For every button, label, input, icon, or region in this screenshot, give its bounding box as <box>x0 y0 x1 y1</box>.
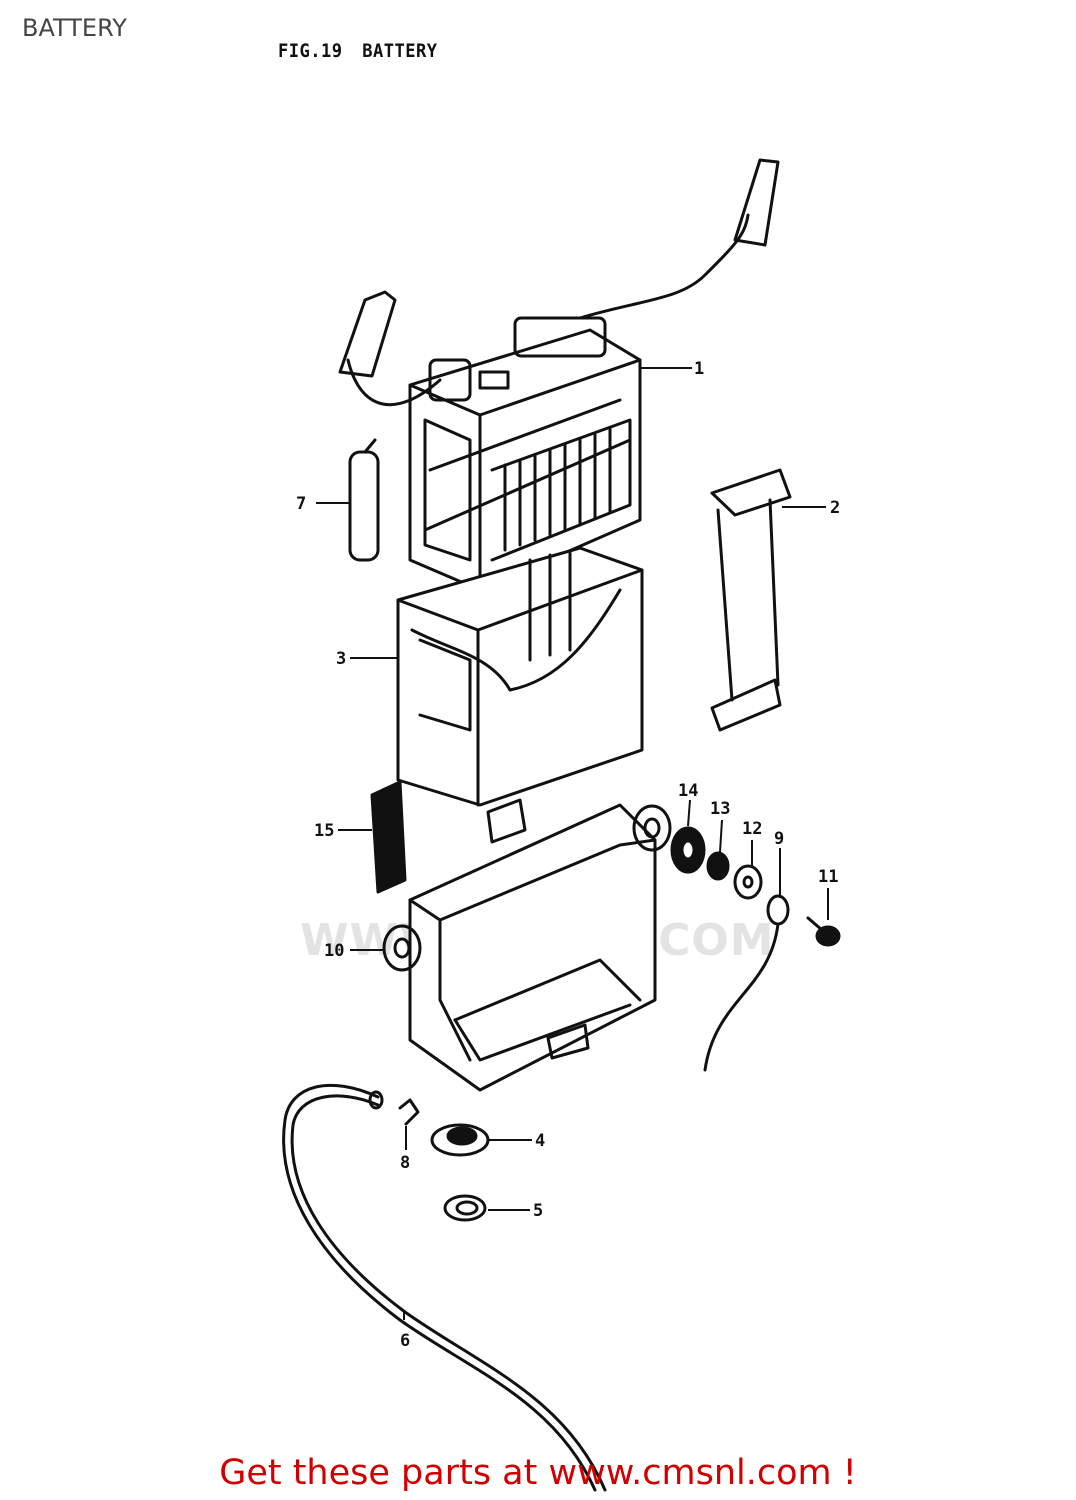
svg-text:9: 9 <box>774 829 784 849</box>
svg-text:6: 6 <box>400 1331 410 1351</box>
washer-small-part[interactable] <box>706 851 730 881</box>
svg-text:5: 5 <box>533 1201 543 1221</box>
small-tube-part[interactable] <box>348 438 380 562</box>
figure-name: BATTERY <box>362 40 438 62</box>
pad-part[interactable] <box>370 780 407 894</box>
callout-part-6: 6 <box>400 1331 410 1351</box>
battery-case-part[interactable] <box>396 546 644 807</box>
callout-part-12: 12 <box>742 819 762 839</box>
callout-part-15: 15 <box>314 821 334 841</box>
callout-part-8: 8 <box>400 1153 410 1173</box>
battery-part[interactable] <box>338 158 780 592</box>
callout-part-1: 1 <box>694 359 704 379</box>
callout-part-11: 11 <box>818 867 838 887</box>
svg-text:2: 2 <box>830 498 840 518</box>
svg-text:11: 11 <box>818 867 838 887</box>
battery-holder-part[interactable] <box>382 798 672 1092</box>
callout-part-13: 13 <box>710 799 730 819</box>
svg-text:15: 15 <box>314 821 334 841</box>
callout-part-14: 14 <box>678 781 698 801</box>
svg-text:13: 13 <box>710 799 730 819</box>
clip-part[interactable] <box>398 1098 420 1126</box>
svg-text:4: 4 <box>535 1131 545 1151</box>
callout-part-9: 9 <box>774 829 784 849</box>
svg-text:1: 1 <box>694 359 704 379</box>
ground-lead-part[interactable] <box>703 894 790 1072</box>
bolt-part[interactable] <box>806 916 841 947</box>
svg-text:8: 8 <box>400 1153 410 1173</box>
svg-text:14: 14 <box>678 781 698 801</box>
callout-part-10: 10 <box>324 941 344 961</box>
figure-title: FIG.19 BATTERY <box>278 40 437 62</box>
page-label: BATTERY <box>22 14 127 42</box>
cap-part[interactable] <box>430 1123 490 1157</box>
gasket-part[interactable] <box>443 1194 487 1222</box>
figure-number: FIG.19 <box>278 40 343 62</box>
callout-part-3: 3 <box>336 649 346 669</box>
callout-part-7: 7 <box>296 494 306 514</box>
svg-text:3: 3 <box>336 649 346 669</box>
callout-part-2: 2 <box>830 498 840 518</box>
washer-large-part[interactable] <box>733 864 763 900</box>
breather-hose-part[interactable] <box>282 1083 607 1492</box>
collar-part[interactable] <box>670 826 706 874</box>
svg-text:7: 7 <box>296 494 306 514</box>
callout-part-5: 5 <box>533 1201 543 1221</box>
battery-strap-part[interactable] <box>710 468 792 732</box>
buy-parts-link[interactable]: Get these parts at www.cmsnl.com ! <box>219 1453 857 1493</box>
svg-text:10: 10 <box>324 941 344 961</box>
leader-lines <box>316 367 829 1320</box>
callout-part-4: 4 <box>535 1131 545 1151</box>
svg-text:12: 12 <box>742 819 762 839</box>
